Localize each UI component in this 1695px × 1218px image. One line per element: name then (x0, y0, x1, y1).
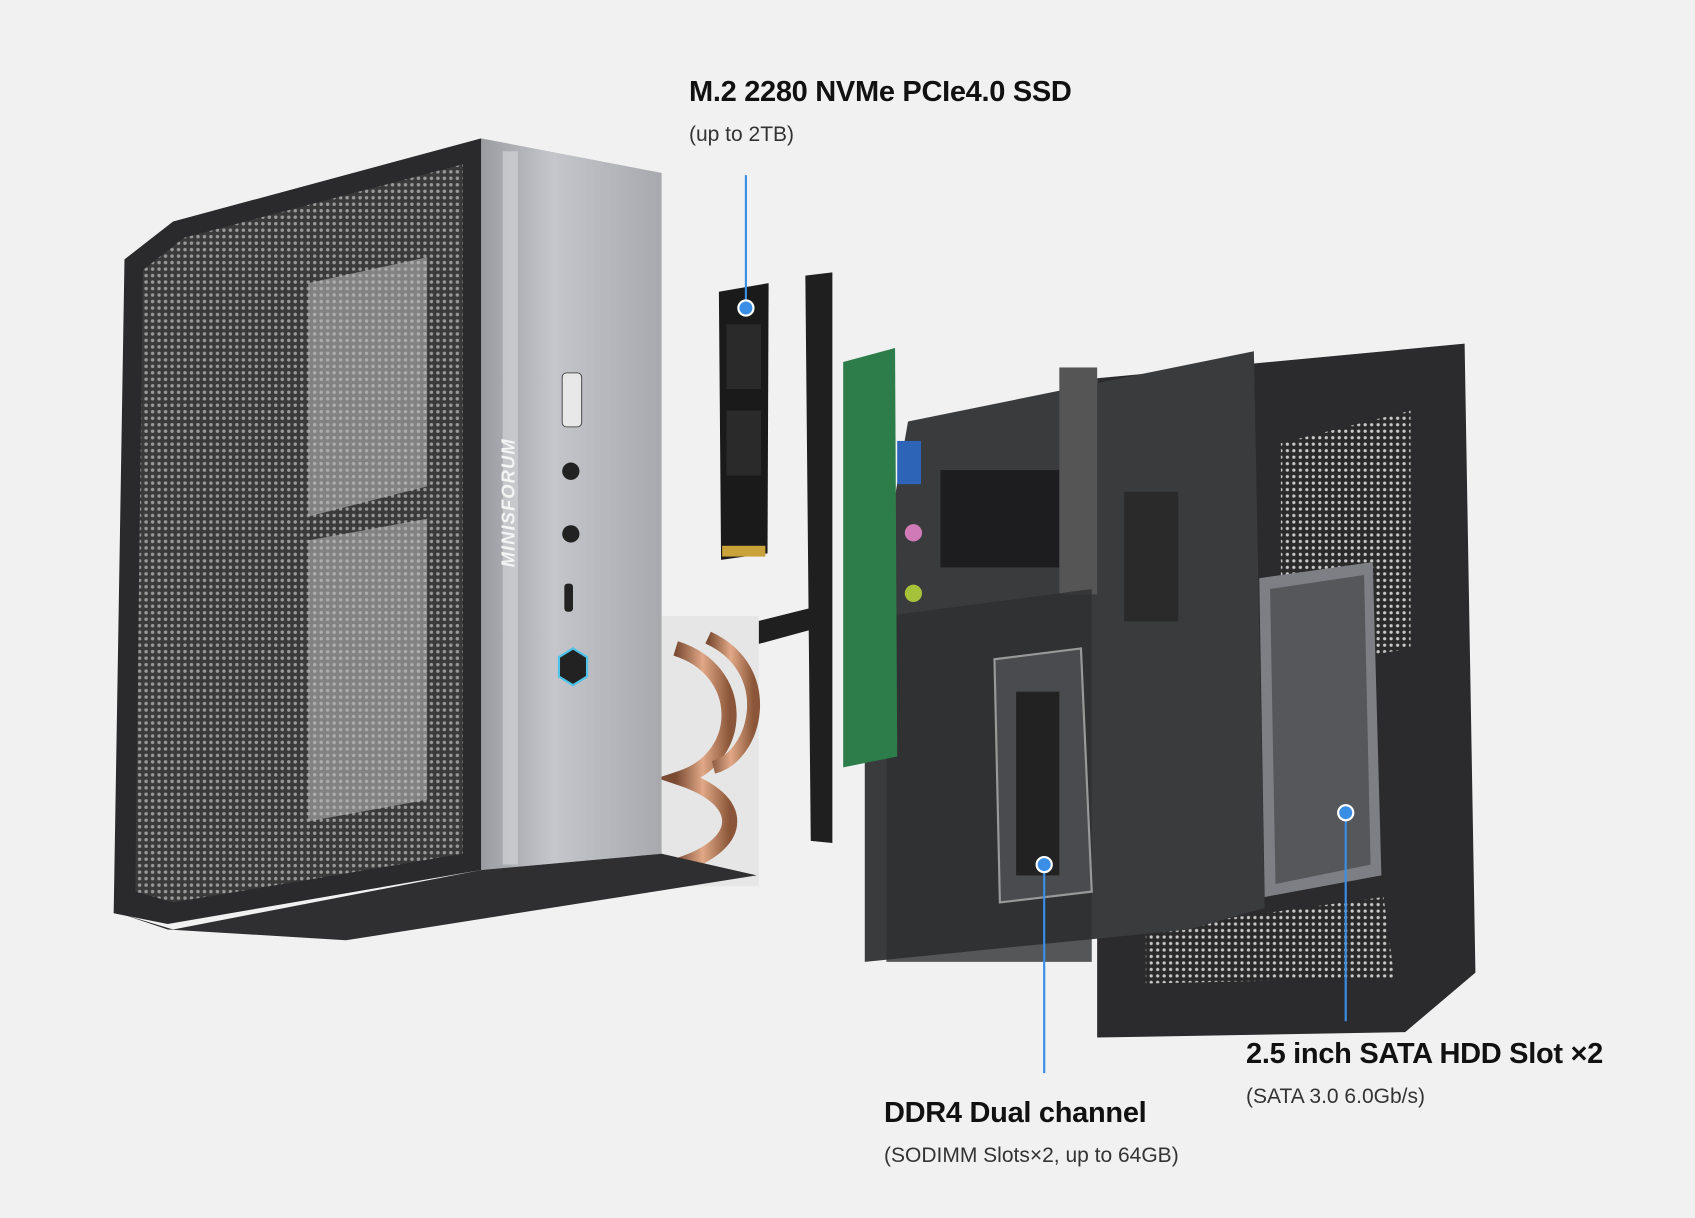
ssd-marker-dot (737, 299, 755, 317)
io-board (843, 348, 923, 768)
callout-leaders (744, 175, 1347, 1074)
callout-title: DDR4 Dual channel (884, 1097, 1147, 1129)
callout-hdd: 2.5 inch SATA HDD Slot ×2 (SATA 3.0 6.0G… (1246, 1038, 1603, 1109)
callout-subtitle: (up to 2TB) (689, 123, 795, 146)
mini-pc-case: MINISFORUM (113, 138, 757, 941)
ram-marker-dot (1035, 855, 1053, 874)
ram-module (993, 647, 1093, 904)
callout-title: 2.5 inch SATA HDD Slot ×2 (1246, 1038, 1603, 1070)
callout-ssd: M.2 2280 NVMe PCIe4.0 SSD (up to 2TB) (689, 76, 1072, 147)
hdd-marker-dot (1337, 804, 1355, 822)
callout-subtitle: (SODIMM Slots×2, up to 64GB) (884, 1144, 1179, 1167)
callout-ram: DDR4 Dual channel (SODIMM Slots×2, up to… (884, 1097, 1179, 1168)
cpu-cooler (657, 616, 761, 887)
brand-logo: MINISFORUM (498, 438, 519, 567)
ssd-stick (718, 283, 769, 560)
callout-title: M.2 2280 NVMe PCIe4.0 SSD (689, 76, 1072, 108)
hdd-drive (1259, 561, 1382, 898)
callout-subtitle: (SATA 3.0 6.0Gb/s) (1246, 1085, 1425, 1108)
